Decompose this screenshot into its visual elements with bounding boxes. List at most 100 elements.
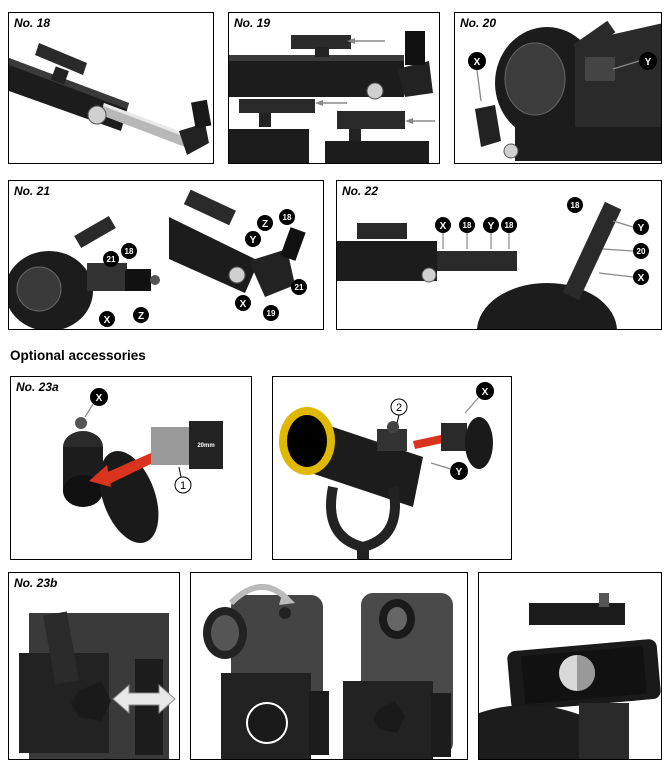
label-18: 18 <box>571 201 580 210</box>
panel-no-18: No. 18 <box>8 12 214 164</box>
label-x: X <box>474 57 481 68</box>
right-labels: 18 Y 20 X <box>567 197 649 285</box>
finder-scope-alt <box>337 111 405 129</box>
adjust-arrow <box>112 683 176 715</box>
label-x: X <box>638 273 645 284</box>
section-heading-optional-accessories: Optional accessories <box>10 348 146 363</box>
label-z: Z <box>262 219 268 230</box>
label-y: Y <box>250 235 257 246</box>
reflector-tube <box>477 283 617 329</box>
label-x: X <box>240 299 247 310</box>
finder-scope <box>291 35 351 49</box>
eyepiece-brand: 20mm <box>197 443 214 449</box>
focus-knob <box>366 82 384 100</box>
illustration-parts-orientation: 21 18 X Z Z 18 Y 21 X 19 <box>9 189 307 329</box>
panel-title: No. 18 <box>14 16 51 30</box>
label-19: 19 <box>267 309 276 318</box>
panel-no-20: No. 20 X Y <box>454 12 662 164</box>
illustration-phone-mount-steps <box>203 583 453 759</box>
left-labels: X 18 Y 18 <box>435 217 517 249</box>
illustration-smartphone-adapter-eyepiece: 20mm X 1 <box>63 388 223 543</box>
illustration-reflector-diagonal: X Y <box>468 20 661 161</box>
label-x: X <box>96 393 103 404</box>
star-diagonal <box>397 61 433 97</box>
label-y: Y <box>488 221 495 232</box>
illustration-focuser-extension: X 18 Y 18 18 Y 20 X <box>337 197 649 329</box>
right-labels: Z 18 Y 21 X 19 <box>235 209 307 321</box>
focuser-tube <box>101 103 189 147</box>
label-x: X <box>104 315 111 326</box>
insert-arrow <box>101 453 153 485</box>
panel-title: No. 23b <box>14 576 58 590</box>
illustration-finder-mounting <box>229 31 435 163</box>
knob-highlight <box>246 702 288 744</box>
finder-scope <box>35 43 87 75</box>
panel-no-22: No. 22 X 18 Y 18 18 Y 2 <box>336 180 662 330</box>
camera-lens <box>279 607 291 619</box>
panel-no-23b-result <box>478 572 662 760</box>
panel-title: No. 22 <box>342 184 379 198</box>
finder-scope-detached <box>239 99 315 113</box>
focuser <box>87 263 127 291</box>
focus-knob <box>421 267 437 283</box>
label-18: 18 <box>463 221 472 230</box>
label-21: 21 <box>107 255 116 264</box>
label-18: 18 <box>125 247 134 256</box>
eyepiece <box>191 99 212 129</box>
label-18: 18 <box>505 221 514 230</box>
focus-knob <box>228 266 246 284</box>
eyepiece <box>280 227 306 261</box>
focuser <box>585 57 615 81</box>
label-x: X <box>440 221 447 232</box>
focus-knob <box>87 105 107 125</box>
knob <box>373 701 405 733</box>
star-diagonal <box>249 249 295 297</box>
label-21: 21 <box>295 283 304 292</box>
label-y: Y <box>638 223 645 234</box>
label-18: 18 <box>283 213 292 222</box>
panel-title: No. 20 <box>460 16 497 30</box>
finder-scope <box>357 223 407 239</box>
panel-no-23b-phone-mount <box>190 572 468 760</box>
panel-no-21: No. 21 21 18 X Z Z 18 <box>8 180 324 330</box>
label-y: Y <box>645 57 652 68</box>
label-2: 2 <box>396 402 402 414</box>
telescope-tube <box>479 705 599 759</box>
adapter-cup <box>441 423 467 451</box>
extension-tube-vertical <box>562 201 622 301</box>
panel-title: No. 19 <box>234 16 271 30</box>
star-diagonal <box>179 123 209 155</box>
finder-scope <box>529 603 625 625</box>
illustration-phone-on-telescope <box>479 573 661 759</box>
panel-title: No. 21 <box>14 184 51 198</box>
extension-tube <box>437 251 517 271</box>
illustration-telescope-diagonal <box>9 43 212 155</box>
telescope-tube <box>337 241 437 281</box>
knob <box>71 681 111 721</box>
adapter-screw <box>75 417 87 429</box>
panel-no-23a-left: No. 23a 20mm X 1 <box>10 376 252 560</box>
label-1: 1 <box>180 480 186 492</box>
label-y: Y <box>456 467 463 478</box>
panel-title: No. 23a <box>16 380 59 394</box>
insert-arrow <box>413 435 443 449</box>
focus-knob <box>503 143 519 159</box>
illustration-phone-clamp-adjust <box>19 611 176 759</box>
left-labels: 21 18 X Z <box>99 243 149 327</box>
label-z: Z <box>138 311 144 322</box>
label-20: 20 <box>637 247 646 256</box>
finder-scope <box>74 215 116 249</box>
eyepiece <box>151 427 195 465</box>
eyepiece <box>125 269 151 291</box>
eyepiece <box>405 31 425 65</box>
telescope-tube <box>169 217 259 293</box>
illustration-adapter-on-telescope: X 2 Y <box>279 382 494 559</box>
panel-no-19: No. 19 <box>228 12 440 164</box>
focuser <box>377 429 407 451</box>
star-diagonal <box>475 105 501 147</box>
label-x: X <box>482 387 489 398</box>
adapter-plate <box>465 417 493 469</box>
finder-scope-right <box>183 189 236 226</box>
finder-scope <box>572 20 616 57</box>
panel-no-23b-clamp: No. 23b <box>8 572 180 760</box>
